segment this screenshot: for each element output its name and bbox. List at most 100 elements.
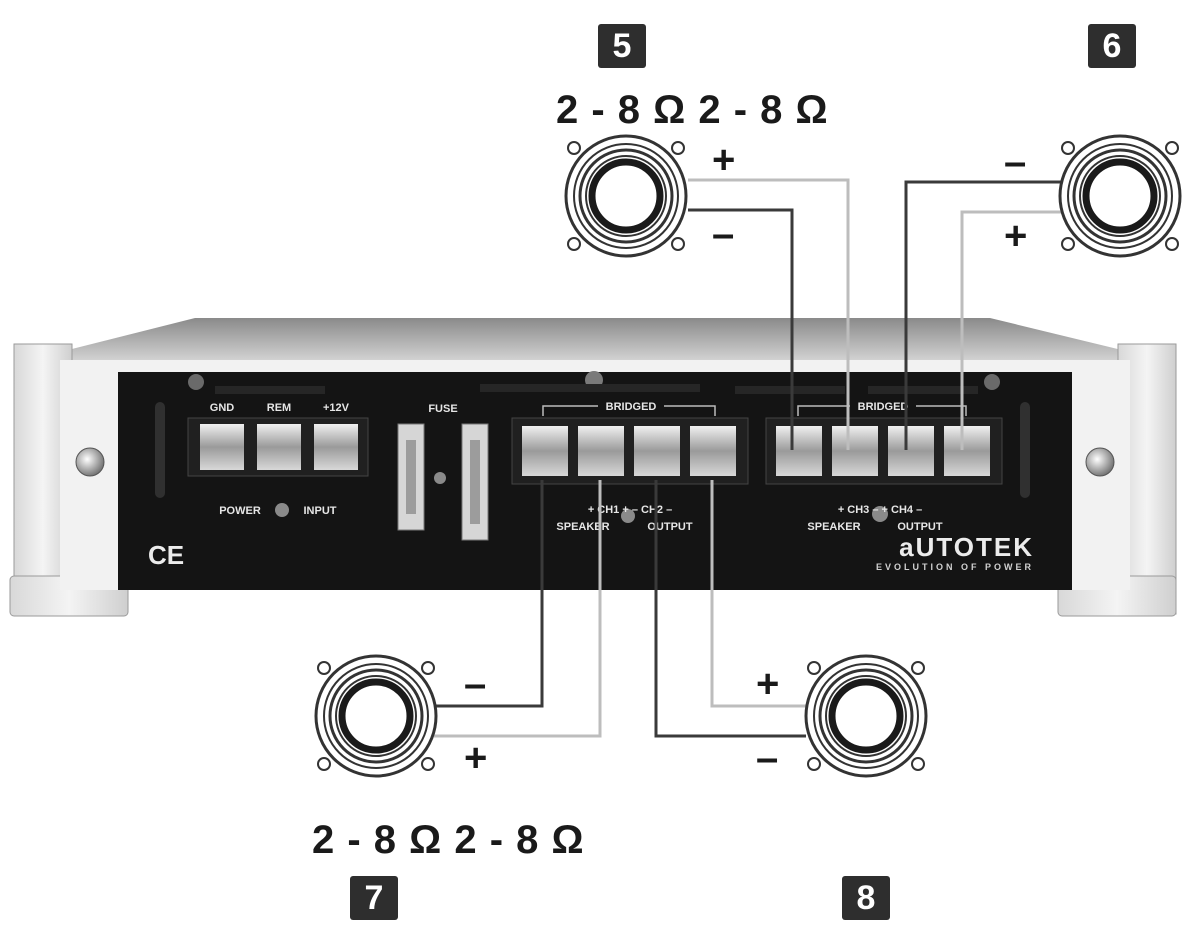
spk5-plus-sign: +	[712, 138, 736, 182]
gnd-label: GND	[210, 402, 235, 414]
output-label-left: OUTPUT	[647, 521, 693, 533]
right-mount-screw	[1085, 447, 1115, 477]
fuse-label: FUSE	[428, 403, 457, 415]
panel-screw-left	[188, 374, 204, 390]
right-vent	[1020, 402, 1030, 498]
speaker-mount-hole	[317, 661, 331, 675]
output-label-right: OUTPUT	[897, 521, 943, 533]
badge-8: 8	[842, 876, 890, 920]
power-terminal-block	[187, 417, 369, 477]
input-label: INPUT	[304, 505, 337, 517]
wire-spk7-plus	[434, 480, 602, 738]
spk8-plus-sign: +	[756, 662, 780, 706]
ch2-plus-terminal	[634, 426, 680, 476]
speaker-7	[314, 654, 438, 778]
brand-tagline: EVOLUTION OF POWER	[876, 562, 1034, 572]
speaker-ring	[1079, 155, 1161, 237]
speaker-mount-hole	[567, 237, 581, 251]
wire-spk8-plus	[710, 480, 806, 708]
speaker-mount-hole	[1061, 237, 1075, 251]
badge-7: 7	[350, 876, 398, 920]
speaker-mount-hole	[807, 757, 821, 771]
wire-spk7-minus	[434, 480, 544, 708]
ch4-plus-terminal	[888, 426, 934, 476]
speaker-ring	[1072, 148, 1168, 244]
speaker-mount-hole	[671, 141, 685, 155]
ch1-minus-terminal	[578, 426, 624, 476]
spk7-minus-sign: –	[464, 662, 487, 706]
ch34-led	[872, 506, 888, 522]
power-label: POWER	[219, 505, 261, 517]
speaker-8	[804, 654, 928, 778]
spk5-minus-sign: –	[712, 212, 735, 256]
speaker-mount-hole	[421, 661, 435, 675]
speaker-cone	[828, 678, 904, 754]
speaker-ring	[825, 675, 907, 757]
vent-slot	[480, 384, 700, 392]
gnd-terminal	[200, 424, 244, 470]
speaker-mount-hole	[317, 757, 331, 771]
ch34-label: + CH3 – + CH4 –	[838, 504, 922, 516]
vent-slot	[215, 386, 325, 394]
spk7-plus-sign: +	[464, 736, 488, 780]
impedance-bottom: 2 - 8 Ω 2 - 8 Ω	[312, 818, 585, 862]
speaker-5	[564, 134, 688, 258]
left-vent	[155, 402, 165, 498]
bridged-label-right: BRIDGED	[858, 401, 909, 413]
speaker-ring	[573, 143, 679, 249]
wire-spk5-plus	[688, 178, 850, 450]
speaker-cone	[338, 678, 414, 754]
speaker-ring	[585, 155, 667, 237]
speaker-mount-hole	[1165, 237, 1179, 251]
speaker-mount-hole	[567, 141, 581, 155]
speaker-mount-hole	[807, 661, 821, 675]
speaker-mount-hole	[1165, 141, 1179, 155]
ch3-plus-terminal	[776, 426, 822, 476]
vent-slot	[868, 386, 978, 394]
speaker-ring	[335, 675, 417, 757]
v12-label: +12V	[323, 402, 350, 414]
speaker-mount-hole	[671, 237, 685, 251]
brand-logo: aUTOTEK	[899, 532, 1034, 562]
badge-6: 6	[1088, 24, 1136, 68]
speaker-ring	[578, 148, 674, 244]
spk6-plus-sign: +	[1004, 214, 1028, 258]
amplifier: GND REM +12V FUSE POWER INPUT BRIDGED BR…	[9, 318, 1177, 617]
speaker-label-left: SPEAKER	[556, 521, 609, 533]
badge-5: 5	[598, 24, 646, 68]
spk6-minus-sign: –	[1004, 140, 1027, 184]
ce-mark: CE	[148, 540, 184, 570]
speaker-mount-hole	[911, 757, 925, 771]
wire-spk6-minus	[904, 180, 1064, 450]
wire-spk8-minus	[654, 480, 806, 738]
panel-screw-right	[984, 374, 1000, 390]
impedance-top: 2 - 8 Ω 2 - 8 Ω	[556, 88, 829, 132]
speaker-ring	[813, 663, 919, 769]
fuse-block	[397, 423, 489, 541]
ch4-minus-terminal	[944, 426, 990, 476]
speaker-mount-hole	[421, 757, 435, 771]
speaker-mount-hole	[1061, 141, 1075, 155]
speaker-cone	[588, 158, 664, 234]
ch1-plus-terminal	[522, 426, 568, 476]
ch3-minus-terminal	[832, 426, 878, 476]
speaker-ring	[328, 668, 424, 764]
speaker-ring	[1067, 143, 1173, 249]
ch12-led	[621, 509, 635, 523]
rem-label: REM	[267, 402, 291, 414]
speaker-ring	[818, 668, 914, 764]
wires	[434, 178, 1064, 738]
speaker-6	[1058, 134, 1182, 258]
speaker-label-right: SPEAKER	[807, 521, 860, 533]
speaker-cone	[1082, 158, 1158, 234]
spk8-minus-sign: –	[756, 736, 779, 780]
ch34-terminal-block	[765, 405, 1003, 485]
power-led	[275, 503, 289, 517]
v12-terminal	[314, 424, 358, 470]
wire-spk6-plus	[960, 210, 1064, 450]
speaker-ring	[323, 663, 429, 769]
bridged-label-left: BRIDGED	[606, 401, 657, 413]
speaker-mount-hole	[911, 661, 925, 675]
